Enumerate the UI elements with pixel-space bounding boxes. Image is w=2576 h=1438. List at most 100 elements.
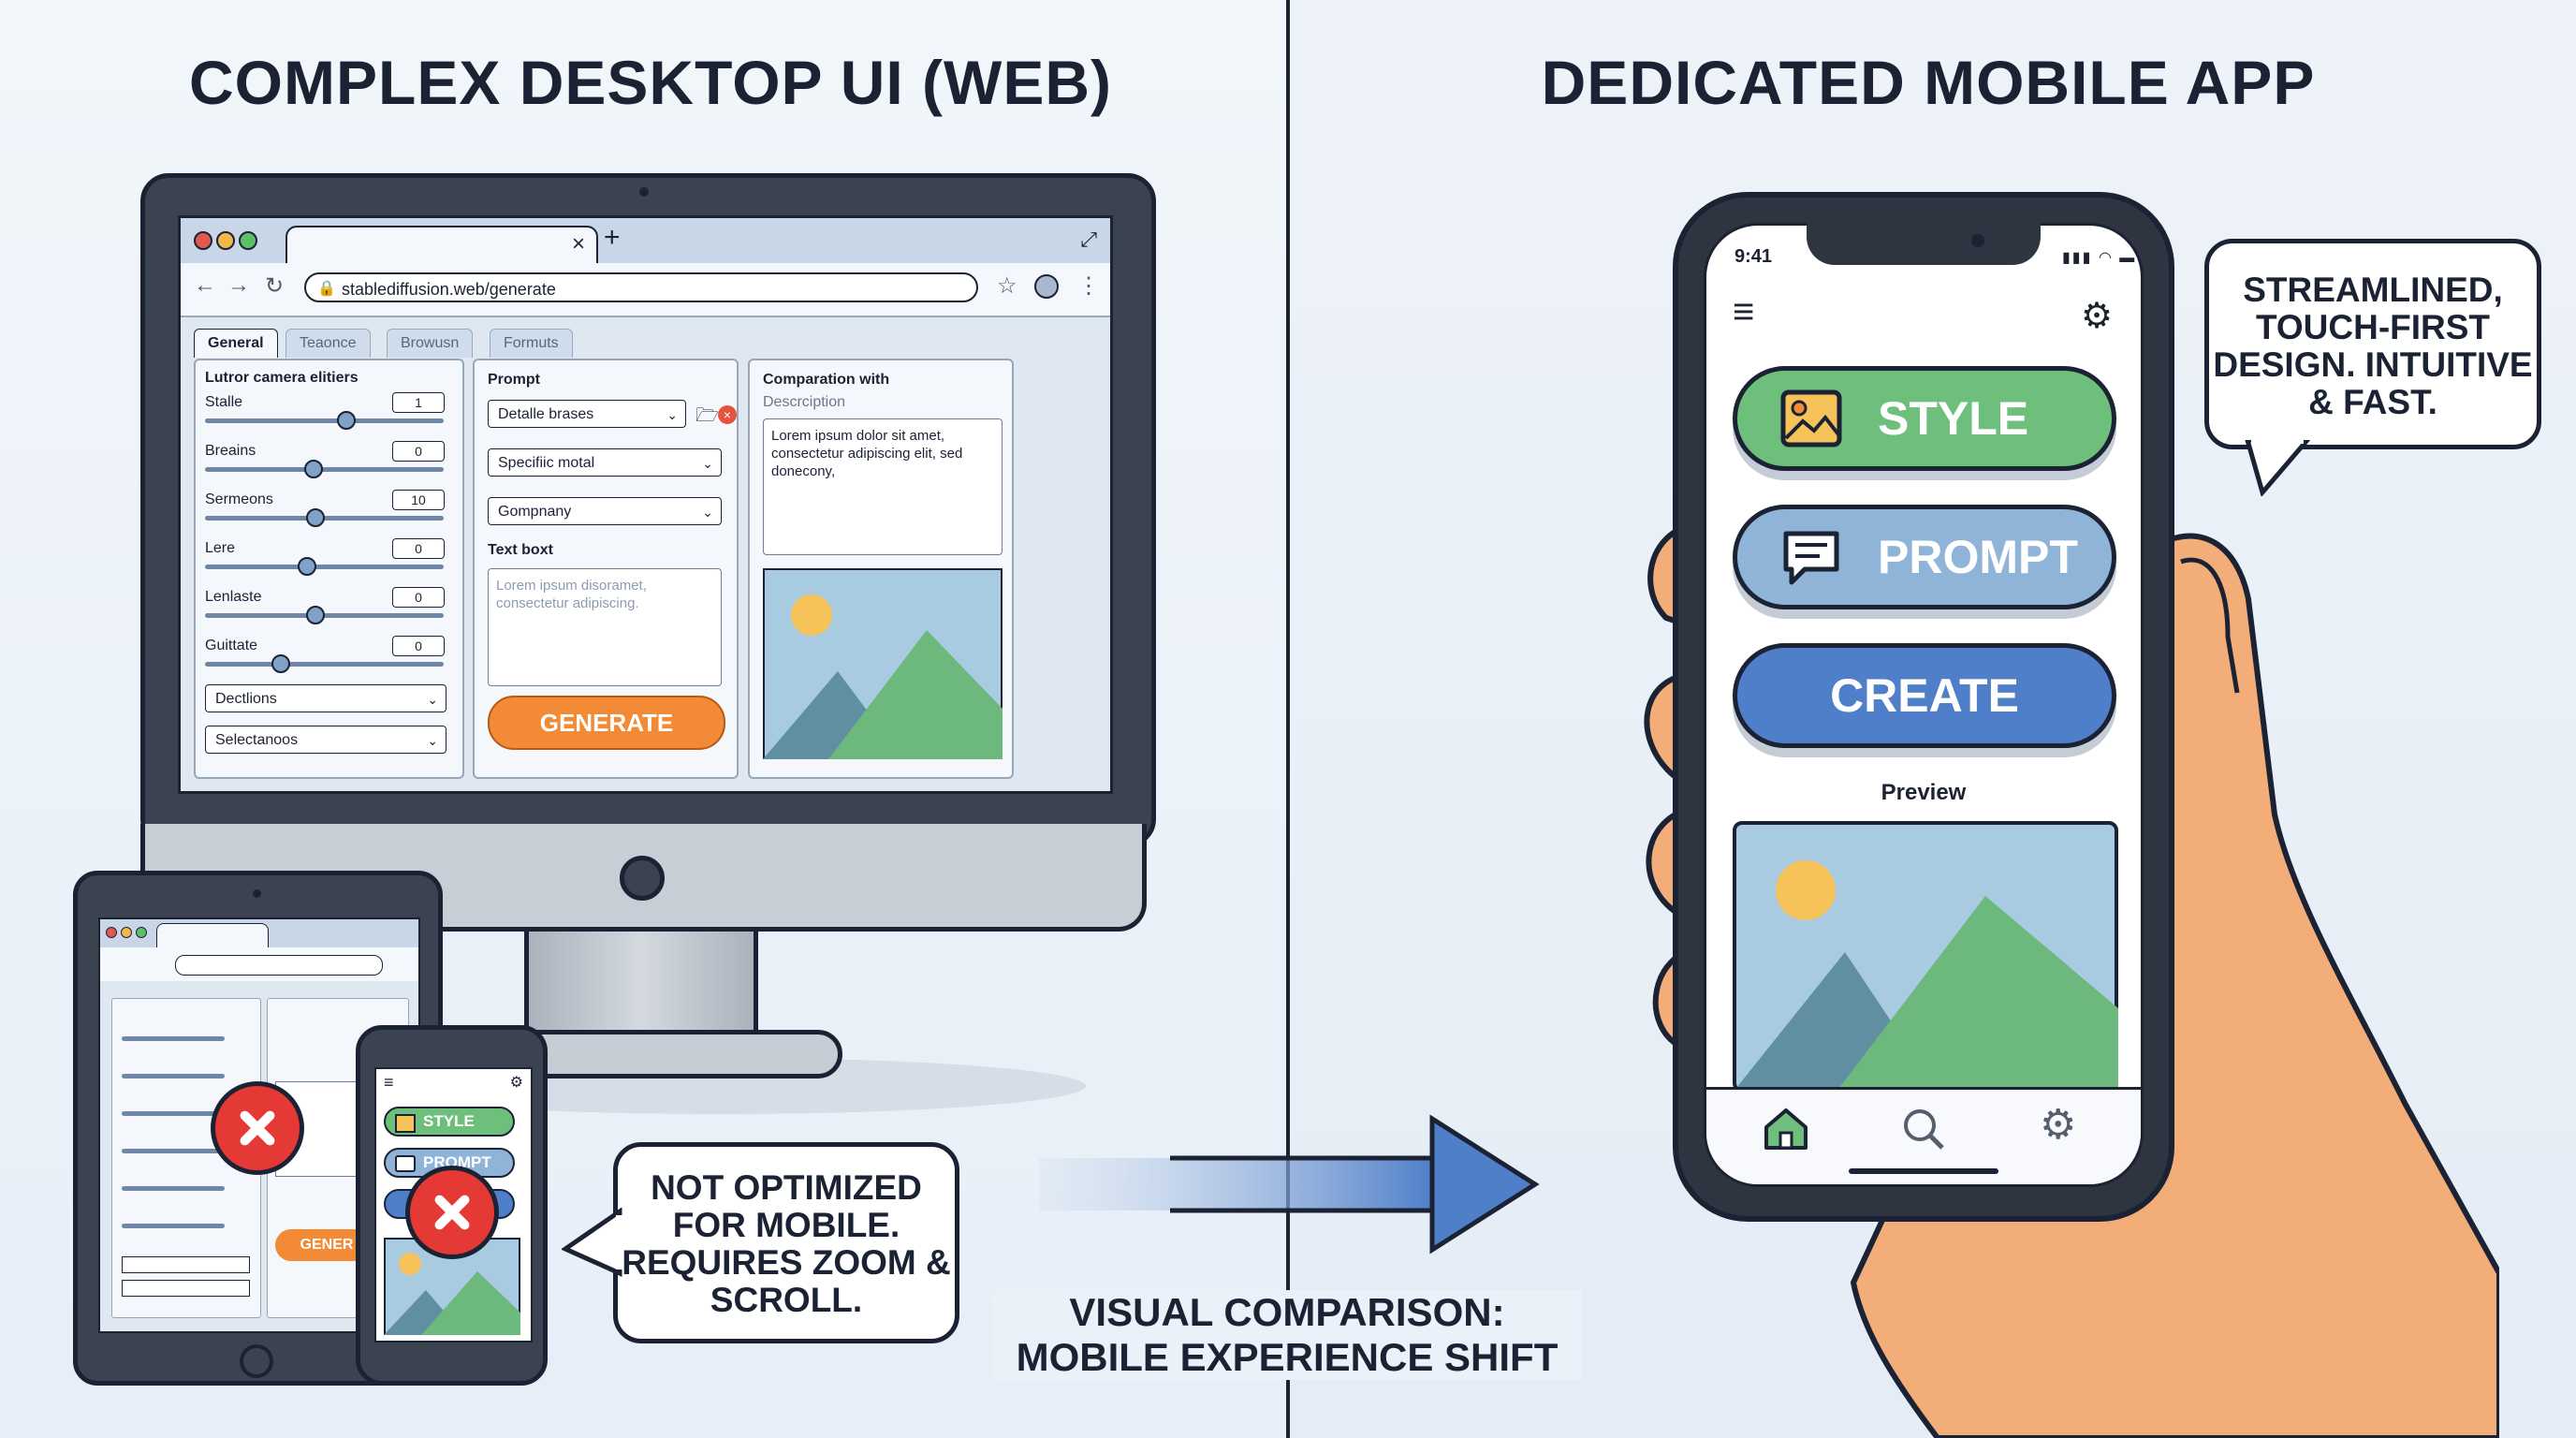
decisions-select[interactable]: Dectlions⌄ [205, 684, 446, 712]
back-icon[interactable]: ← [194, 272, 216, 298]
tablet-slider[interactable] [122, 1111, 225, 1116]
bubble-tail-left [562, 1208, 623, 1277]
tablet-address-bar[interactable] [175, 955, 383, 976]
home-icon[interactable] [1763, 1107, 1809, 1150]
slider-track[interactable] [205, 662, 444, 667]
tablet-tabbar [100, 919, 418, 948]
tab-browusn[interactable]: Browusn [387, 329, 474, 358]
search-icon[interactable] [1901, 1107, 1946, 1152]
browser-tabbar: × + ⤢ [181, 218, 1110, 265]
streamlined-bubble: STREAMLINED, TOUCH-FIRST DESIGN. INTUITI… [2204, 239, 2541, 449]
chevron-down-icon: ⌄ [702, 505, 713, 520]
image-preview [763, 568, 1003, 759]
left-heading: COMPLEX DESKTOP UI (WEB) [189, 48, 1112, 117]
prompt-button[interactable]: PROMPT [1733, 505, 2116, 609]
image-icon [395, 1114, 416, 1133]
expand-icon[interactable]: ⤢ [1080, 227, 1097, 251]
clear-icon[interactable]: × [718, 405, 737, 424]
slider-value-input[interactable]: 0 [392, 441, 445, 462]
new-tab-icon[interactable]: + [604, 222, 621, 253]
image-icon [1780, 389, 1842, 448]
slider-knob[interactable] [306, 508, 326, 527]
slider-value-input[interactable]: 0 [392, 636, 445, 656]
chevron-down-icon: ⌄ [427, 692, 438, 707]
close-window-dot[interactable] [194, 231, 212, 250]
comparison-caption: VISUAL COMPARISON: MOBILE EXPERIENCE SHI… [992, 1290, 1582, 1380]
slider-knob[interactable] [271, 654, 290, 673]
error-x-icon [211, 1081, 304, 1175]
tablet-slider[interactable] [122, 1074, 225, 1078]
prompt-select-2[interactable]: Specifiic motal⌄ [488, 448, 722, 477]
slider-track[interactable] [205, 418, 444, 423]
tablet-maximize-dot[interactable] [136, 927, 147, 938]
tab-close-icon[interactable]: × [571, 231, 585, 257]
slider-label: Guittate [205, 638, 258, 653]
tablet-minimize-dot[interactable] [121, 927, 132, 938]
slider-knob[interactable] [303, 460, 323, 478]
prompt-select-3[interactable]: Gompnany⌄ [488, 497, 722, 525]
slider-label: Lenlaste [205, 589, 262, 605]
tablet-select[interactable] [122, 1280, 250, 1297]
slider-value-input[interactable]: 0 [392, 587, 445, 608]
url-text: stablediffusion.web/generate [342, 280, 556, 299]
comparison-column: Comparation with Descrciption Lorem ipsu… [748, 359, 1014, 779]
tablet-slider[interactable] [122, 1036, 225, 1041]
hamburger-menu-icon[interactable]: ≡ [1733, 291, 1755, 332]
text-box-input[interactable]: Lorem ipsum disoramet, consectetur adipi… [488, 568, 722, 686]
tab-formuts[interactable]: Formuts [490, 329, 573, 358]
bookmark-star-icon[interactable]: ☆ [997, 273, 1017, 299]
small-gear-icon[interactable]: ⚙ [509, 1075, 523, 1091]
tablet-slider[interactable] [122, 1186, 225, 1191]
slider-label: Sermeons [205, 492, 273, 507]
error-x-icon [405, 1166, 499, 1259]
menu-dots-icon[interactable]: ⋮ [1077, 273, 1100, 299]
tablet-camera [253, 889, 261, 898]
tab-teaonce[interactable]: Teaonce [285, 329, 371, 358]
browser-tab[interactable]: × [285, 226, 598, 265]
small-style-button[interactable]: STYLE [384, 1107, 515, 1137]
address-bar[interactable]: 🔒 stablediffusion.web/generate [304, 272, 978, 302]
chat-icon [395, 1155, 416, 1172]
profile-icon[interactable] [1034, 274, 1059, 299]
settings-gear-icon[interactable]: ⚙ [2081, 297, 2114, 336]
description-input[interactable]: Lorem ipsum dolor sit amet, consectetur … [763, 418, 1003, 555]
small-menu-icon[interactable]: ≡ [384, 1073, 394, 1092]
tablet-slider[interactable] [122, 1149, 225, 1153]
slider-value-input[interactable]: 10 [392, 490, 445, 510]
tablet-close-dot[interactable] [106, 927, 117, 938]
bottom-nav-bar: ⚙ [1706, 1087, 2141, 1184]
minimize-window-dot[interactable] [216, 231, 235, 250]
tablet-slider[interactable] [122, 1224, 225, 1228]
tablet-browser-tab[interactable] [156, 923, 269, 948]
slider-knob[interactable] [306, 606, 326, 624]
slider-track[interactable] [205, 467, 444, 472]
chat-bubble-icon [1783, 531, 1839, 585]
generate-button[interactable]: GENERATE [488, 696, 725, 750]
settings-nav-icon[interactable]: ⚙ [2040, 1102, 2077, 1148]
selections-select[interactable]: Selectanoos⌄ [205, 726, 446, 754]
webcam-dot [639, 187, 649, 197]
style-button[interactable]: STYLE [1733, 366, 2116, 471]
create-button[interactable]: CREATE [1733, 643, 2116, 748]
prompt-title: Prompt [488, 372, 540, 388]
description-label: Descrciption [763, 394, 846, 410]
slider-knob[interactable] [337, 411, 356, 430]
prompt-select-1[interactable]: Detalle brases⌄ [488, 400, 686, 428]
phone-notch [1807, 223, 2041, 265]
settings-column: Lutror camera elitiers Dectlions⌄ Select… [194, 359, 464, 779]
front-camera [1971, 234, 1984, 247]
chevron-down-icon: ⌄ [427, 733, 438, 748]
forward-icon[interactable]: → [227, 272, 250, 298]
tab-general[interactable]: General [194, 329, 278, 358]
tablet-select[interactable] [122, 1256, 250, 1273]
reload-icon[interactable]: ↻ [265, 273, 285, 299]
prompt-column: Prompt Detalle brases⌄ 🗁 × Specifiic mot… [473, 359, 739, 779]
maximize-window-dot[interactable] [239, 231, 257, 250]
slider-value-input[interactable]: 1 [392, 392, 445, 413]
slider-knob[interactable] [297, 557, 316, 576]
folder-icon[interactable]: 🗁 [695, 405, 719, 426]
panel-divider [1286, 0, 1290, 1438]
slider-track[interactable] [205, 565, 444, 569]
bubble-tail-right [2245, 440, 2311, 496]
slider-value-input[interactable]: 0 [392, 538, 445, 559]
